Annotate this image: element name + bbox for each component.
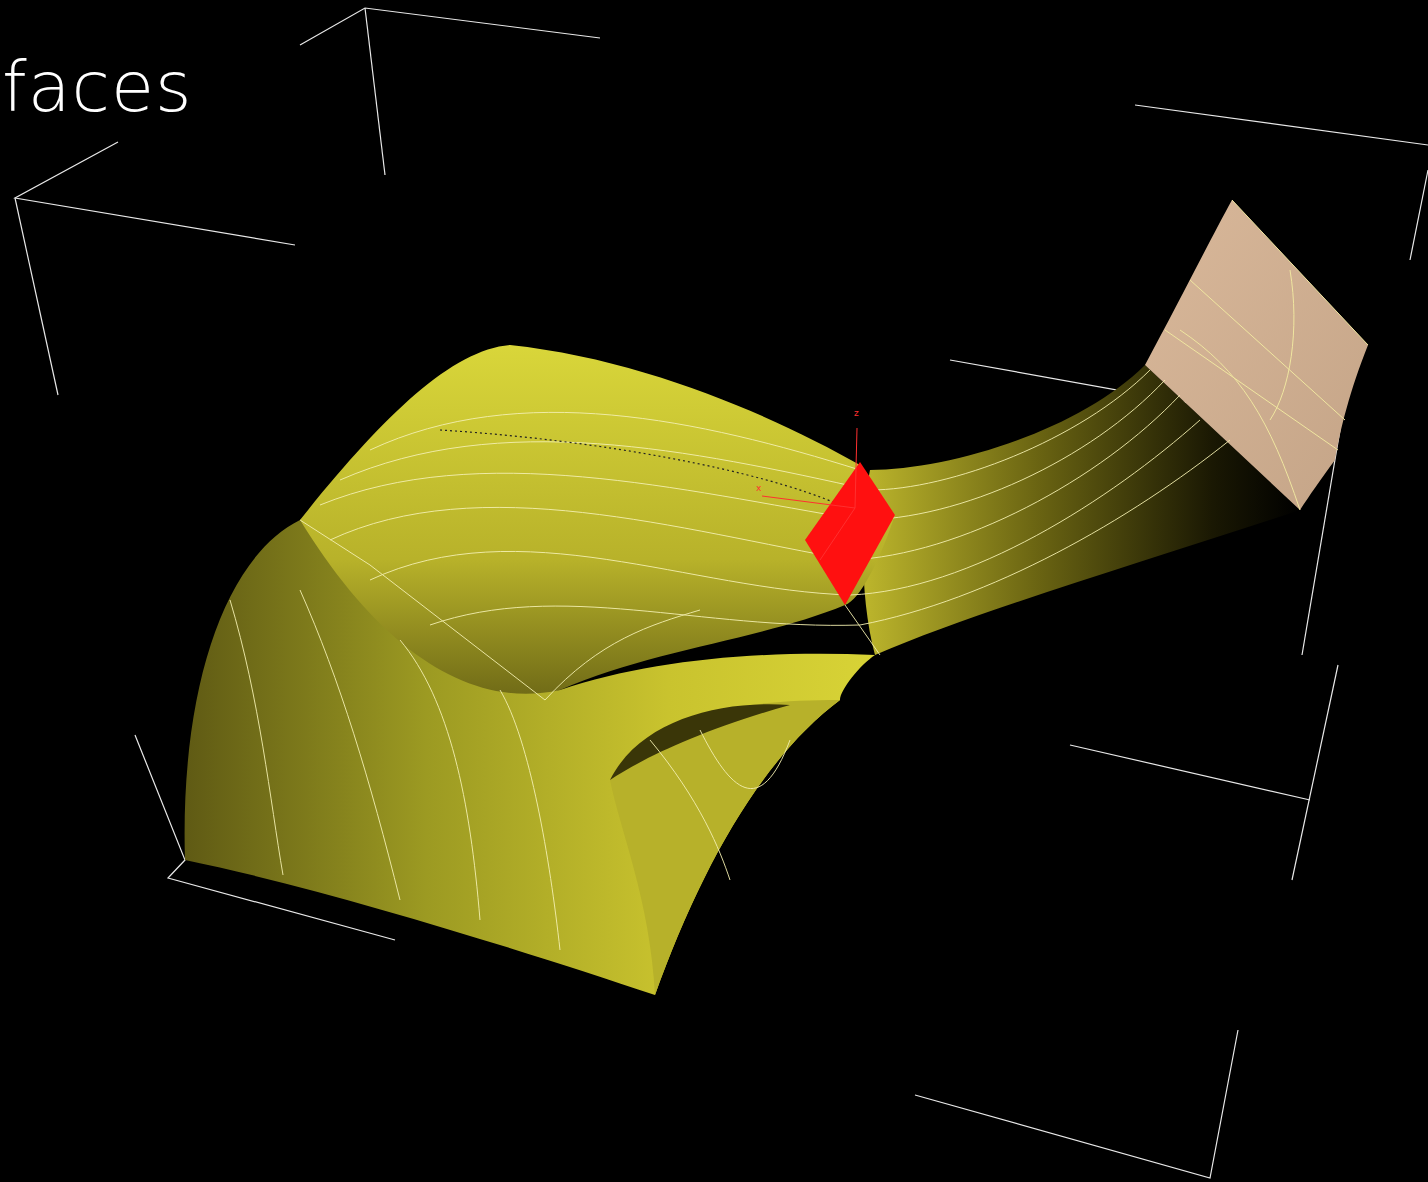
slide-title: faces <box>2 52 193 122</box>
iso-curves <box>230 370 1230 950</box>
front-surface <box>185 520 875 995</box>
section-plane <box>805 462 895 605</box>
axis-label: x <box>756 484 761 493</box>
axis-label: z <box>854 409 859 418</box>
end-face <box>1145 200 1368 510</box>
bounding-box <box>15 8 1428 1178</box>
axis-lines <box>762 428 857 560</box>
inner-surface <box>610 700 840 995</box>
